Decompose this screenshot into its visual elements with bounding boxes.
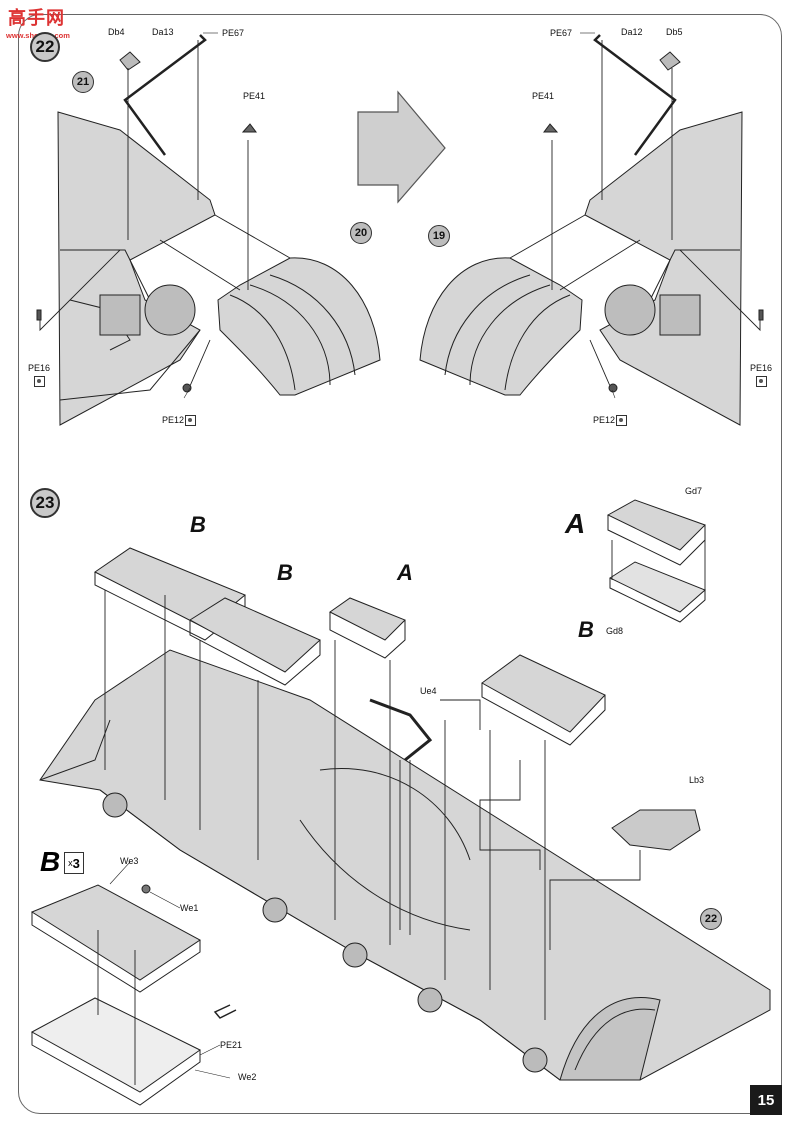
label-variant-b-2: B (277, 560, 293, 585)
label-we2: We2 (238, 1072, 257, 1082)
tank-b-2 (189, 597, 321, 673)
label-lb3: Lb3 (689, 775, 705, 785)
label-gd7: Gd7 (685, 486, 703, 496)
tank-b-3 (481, 654, 606, 733)
label-pe12-left-text: PE12 (162, 415, 185, 425)
left-hull-deck (57, 111, 216, 426)
photo-etch-icon (185, 415, 197, 427)
label-pe41-left: PE41 (243, 91, 266, 101)
tray-we2 (30, 997, 201, 1093)
mirror-arrow (357, 90, 446, 204)
label-da13: Da13 (152, 27, 174, 37)
label-variant-b-1: B (190, 512, 206, 537)
tank-b-detail (30, 884, 201, 981)
label-we3: We3 (120, 856, 139, 866)
right-fender-part-19 (419, 257, 583, 396)
label-pe41-right: PE41 (532, 91, 555, 101)
ref-21-badge: 21 (72, 71, 94, 93)
step-22-badge: 22 (30, 32, 60, 62)
label-db5: Db5 (666, 27, 683, 37)
label-we1: We1 (180, 903, 199, 913)
ref-20-badge: 20 (350, 222, 372, 244)
quantity-value: 3 (72, 855, 80, 871)
left-fender-part-20 (217, 257, 381, 396)
right-hull-deck (584, 111, 743, 426)
bracket-lb3 (611, 809, 701, 851)
photo-etch-icon (756, 376, 768, 388)
ref-19-badge: 19 (428, 225, 450, 247)
label-pe16-left: PE16 (28, 363, 50, 391)
quantity-multiplier: x (68, 858, 73, 868)
label-pe21: PE21 (220, 1040, 243, 1050)
label-pe12-right: PE12 (593, 415, 628, 427)
label-variant-b-3: B (578, 617, 594, 642)
label-db4: Db4 (108, 27, 125, 37)
step-23-badge: 23 (30, 488, 60, 518)
label-variant-a-1: A (397, 560, 413, 585)
label-gd8: Gd8 (606, 626, 624, 636)
label-pe16-right-text: PE16 (750, 363, 773, 373)
label-pe16-right: PE16 (750, 363, 772, 391)
tank-a-tray (608, 561, 706, 613)
label-ue4: Ue4 (420, 686, 437, 696)
photo-etch-icon (34, 376, 46, 388)
page-number: 15 (750, 1085, 782, 1115)
label-da12: Da12 (621, 27, 643, 37)
label-pe12-right-text: PE12 (593, 415, 616, 425)
photo-etch-icon (616, 415, 628, 427)
watermark-glyphs: 高手网 (8, 8, 65, 28)
label-variant-a-2: A (565, 508, 586, 539)
label-pe67-right: PE67 (550, 28, 573, 38)
label-pe16-left-text: PE16 (28, 363, 51, 373)
label-pe67-left: PE67 (222, 28, 245, 38)
tank-a-2 (606, 499, 706, 551)
page-frame (18, 14, 782, 1114)
ref-22-badge: 22 (700, 908, 722, 930)
label-variant-b-detail: B (40, 846, 61, 877)
clip-pe21 (213, 1004, 237, 1019)
tank-a-1 (329, 597, 406, 641)
label-pe12-left: PE12 (162, 415, 197, 427)
